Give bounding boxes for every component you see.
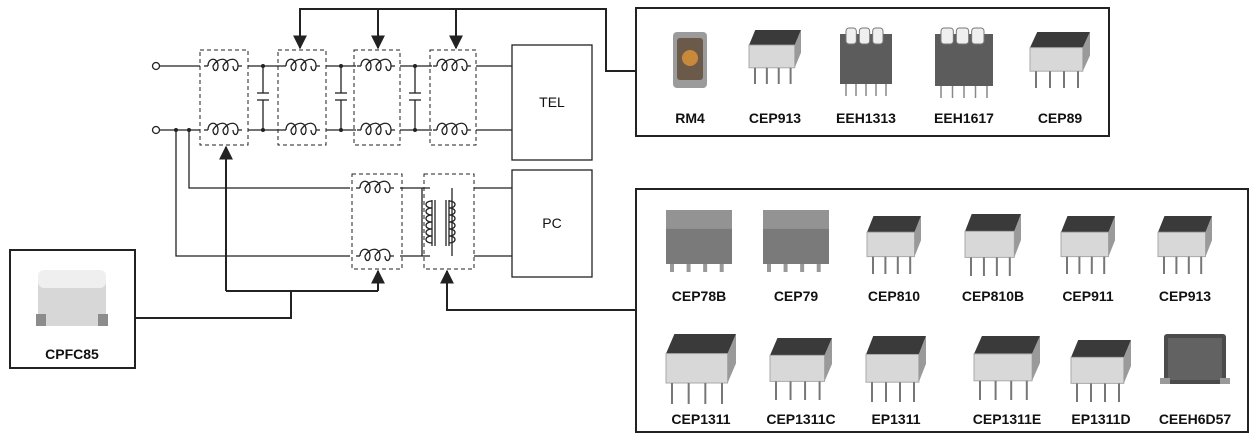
- inductor-icon: [357, 122, 395, 136]
- inductor-icon: [357, 58, 395, 72]
- inductor-coils: [204, 58, 471, 262]
- label-cep89: CEP89: [1038, 110, 1083, 126]
- transformer-primary-icon: [425, 200, 433, 244]
- label-cep913-top: CEP913: [749, 110, 801, 126]
- eeh1617-part-image: [935, 27, 993, 98]
- input-terminal-top: [151, 61, 161, 71]
- input-terminal-bottom: [151, 125, 161, 135]
- label-cep1311: CEP1311: [671, 411, 730, 427]
- label-cep810: CEP810: [868, 288, 920, 304]
- label-ceeh6d57: CEEH6D57: [1159, 411, 1232, 427]
- ep1311d-part-image: [1070, 340, 1131, 402]
- inductor-icon: [433, 122, 471, 136]
- label-ep1311d: EP1311D: [1071, 411, 1130, 427]
- pc-label: PC: [542, 215, 561, 231]
- cep78b-part-image: [666, 210, 732, 272]
- label-cep78b: CEP78B: [672, 288, 726, 304]
- ep1311-part-image: [865, 336, 926, 402]
- component-labels: RM4 CEP913 EEH1313 EEH1617 CEP89 CEP78B …: [45, 110, 1231, 427]
- cep1311-part-image: [665, 334, 736, 404]
- cep89-part-image: [1029, 32, 1090, 88]
- cpfc85-part-image: [36, 270, 108, 326]
- rm4-part-image: [673, 32, 707, 88]
- ceeh6d57-part-image: [1160, 334, 1230, 384]
- cep913-part-image: [1157, 216, 1212, 274]
- label-cep79: CEP79: [774, 288, 819, 304]
- leader-lines: [135, 8, 636, 319]
- circuit-wires: [151, 61, 512, 257]
- inductor-icon: [356, 180, 394, 194]
- cep913-part-image: [748, 30, 801, 84]
- top-component-panel: [635, 7, 1110, 137]
- cep1311c-part-image: [769, 338, 832, 400]
- pc-block: PC: [511, 169, 593, 278]
- cep911-part-image: [1060, 216, 1115, 274]
- inductor-icon: [282, 58, 320, 72]
- inductor-icon: [433, 58, 471, 72]
- tel-label: TEL: [539, 94, 565, 110]
- transformer-secondary-icon: [448, 200, 456, 244]
- eeh1313-part-image: [840, 27, 892, 96]
- inductor-icon: [282, 122, 320, 136]
- label-cep810b: CEP810B: [962, 288, 1024, 304]
- inductor-icon: [204, 58, 242, 72]
- inductor-icon: [204, 122, 242, 136]
- label-eeh1313: EEH1313: [836, 110, 896, 126]
- cep79-part-image: [763, 210, 829, 272]
- label-cep1311e: CEP1311E: [973, 411, 1042, 427]
- cep810b-part-image: [964, 214, 1021, 276]
- label-cep1311c: CEP1311C: [766, 411, 835, 427]
- label-ep1311: EP1311: [871, 411, 920, 427]
- cep810-part-image: [866, 216, 921, 274]
- label-rm4: RM4: [675, 110, 705, 126]
- label-eeh1617: EEH1617: [934, 110, 994, 126]
- label-cep911: CEP911: [1062, 288, 1114, 304]
- inductor-icon: [356, 248, 394, 262]
- bottom-component-panel: [635, 188, 1249, 433]
- cep1311e-part-image: [973, 336, 1040, 400]
- left-component-panel: [9, 249, 136, 369]
- label-cpfc85: CPFC85: [45, 346, 99, 362]
- label-cep913-bottom: CEP913: [1159, 288, 1211, 304]
- tel-block: TEL: [511, 44, 593, 161]
- bottom-panel-frame: [635, 188, 1249, 433]
- dashed-filter-boxes: [199, 49, 477, 270]
